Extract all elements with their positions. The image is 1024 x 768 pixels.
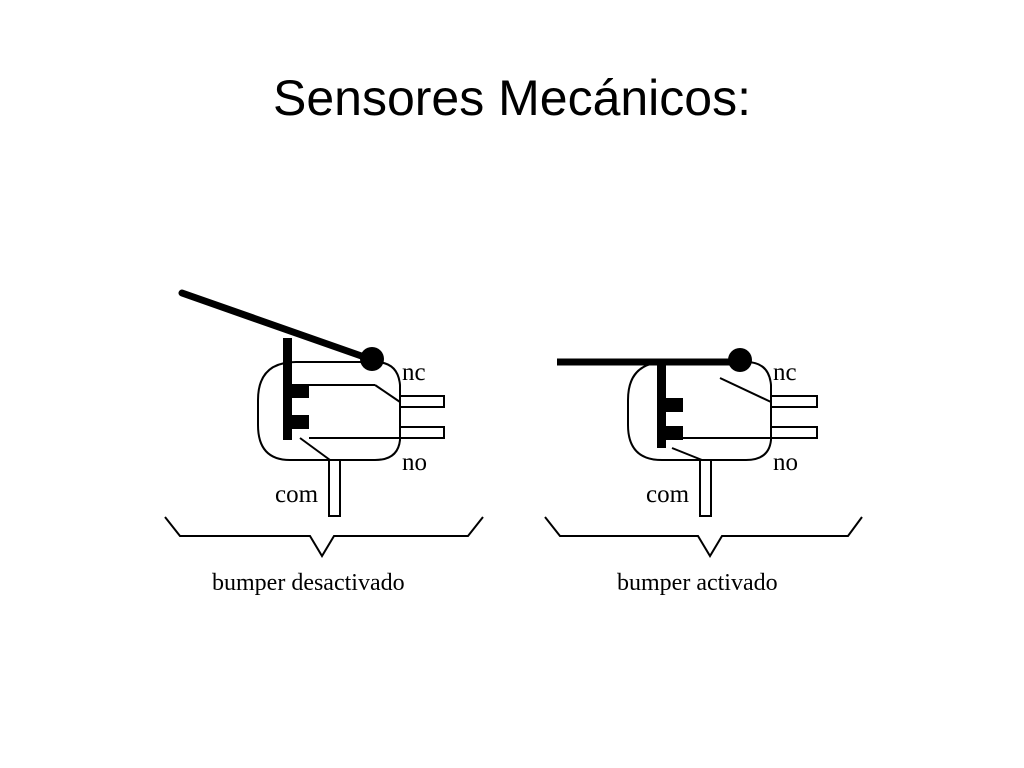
pivot-ball [728, 348, 752, 372]
contact-line-com [299, 437, 331, 461]
plunger-bar [283, 338, 292, 440]
slide-title: Sensores Mecánicos: [272, 70, 751, 126]
terminal-no [770, 426, 818, 439]
label-no: no [773, 449, 798, 476]
contact-line-top [719, 377, 772, 403]
switch-deactivated: nc no com bumper desactivado [164, 289, 484, 596]
contact-line-top-slant [374, 384, 401, 403]
contact-bump-top [663, 398, 683, 412]
contact-bump-bottom [289, 415, 309, 429]
terminal-nc [770, 395, 818, 408]
plunger-bar [657, 362, 666, 448]
brace [544, 516, 863, 558]
label-nc: nc [402, 359, 426, 386]
switch-activated: nc no com bumper activado [544, 348, 863, 596]
caption-deactivated: bumper desactivado [212, 570, 405, 596]
contact-bump-top [289, 384, 309, 398]
label-nc: nc [773, 359, 797, 386]
contact-line-com [671, 447, 703, 461]
brace [164, 516, 484, 558]
contact-bump-bottom [663, 426, 683, 440]
label-no: no [402, 449, 427, 476]
lever-arm [178, 289, 374, 363]
terminal-com [699, 459, 712, 517]
terminal-no [399, 426, 445, 439]
terminal-com [328, 459, 341, 517]
label-com: com [275, 481, 319, 508]
label-com: com [646, 481, 690, 508]
pivot-ball [360, 347, 384, 371]
terminal-nc [399, 395, 445, 408]
switch-body [627, 361, 772, 461]
caption-activated: bumper activado [617, 570, 778, 596]
switch-body [257, 361, 401, 461]
